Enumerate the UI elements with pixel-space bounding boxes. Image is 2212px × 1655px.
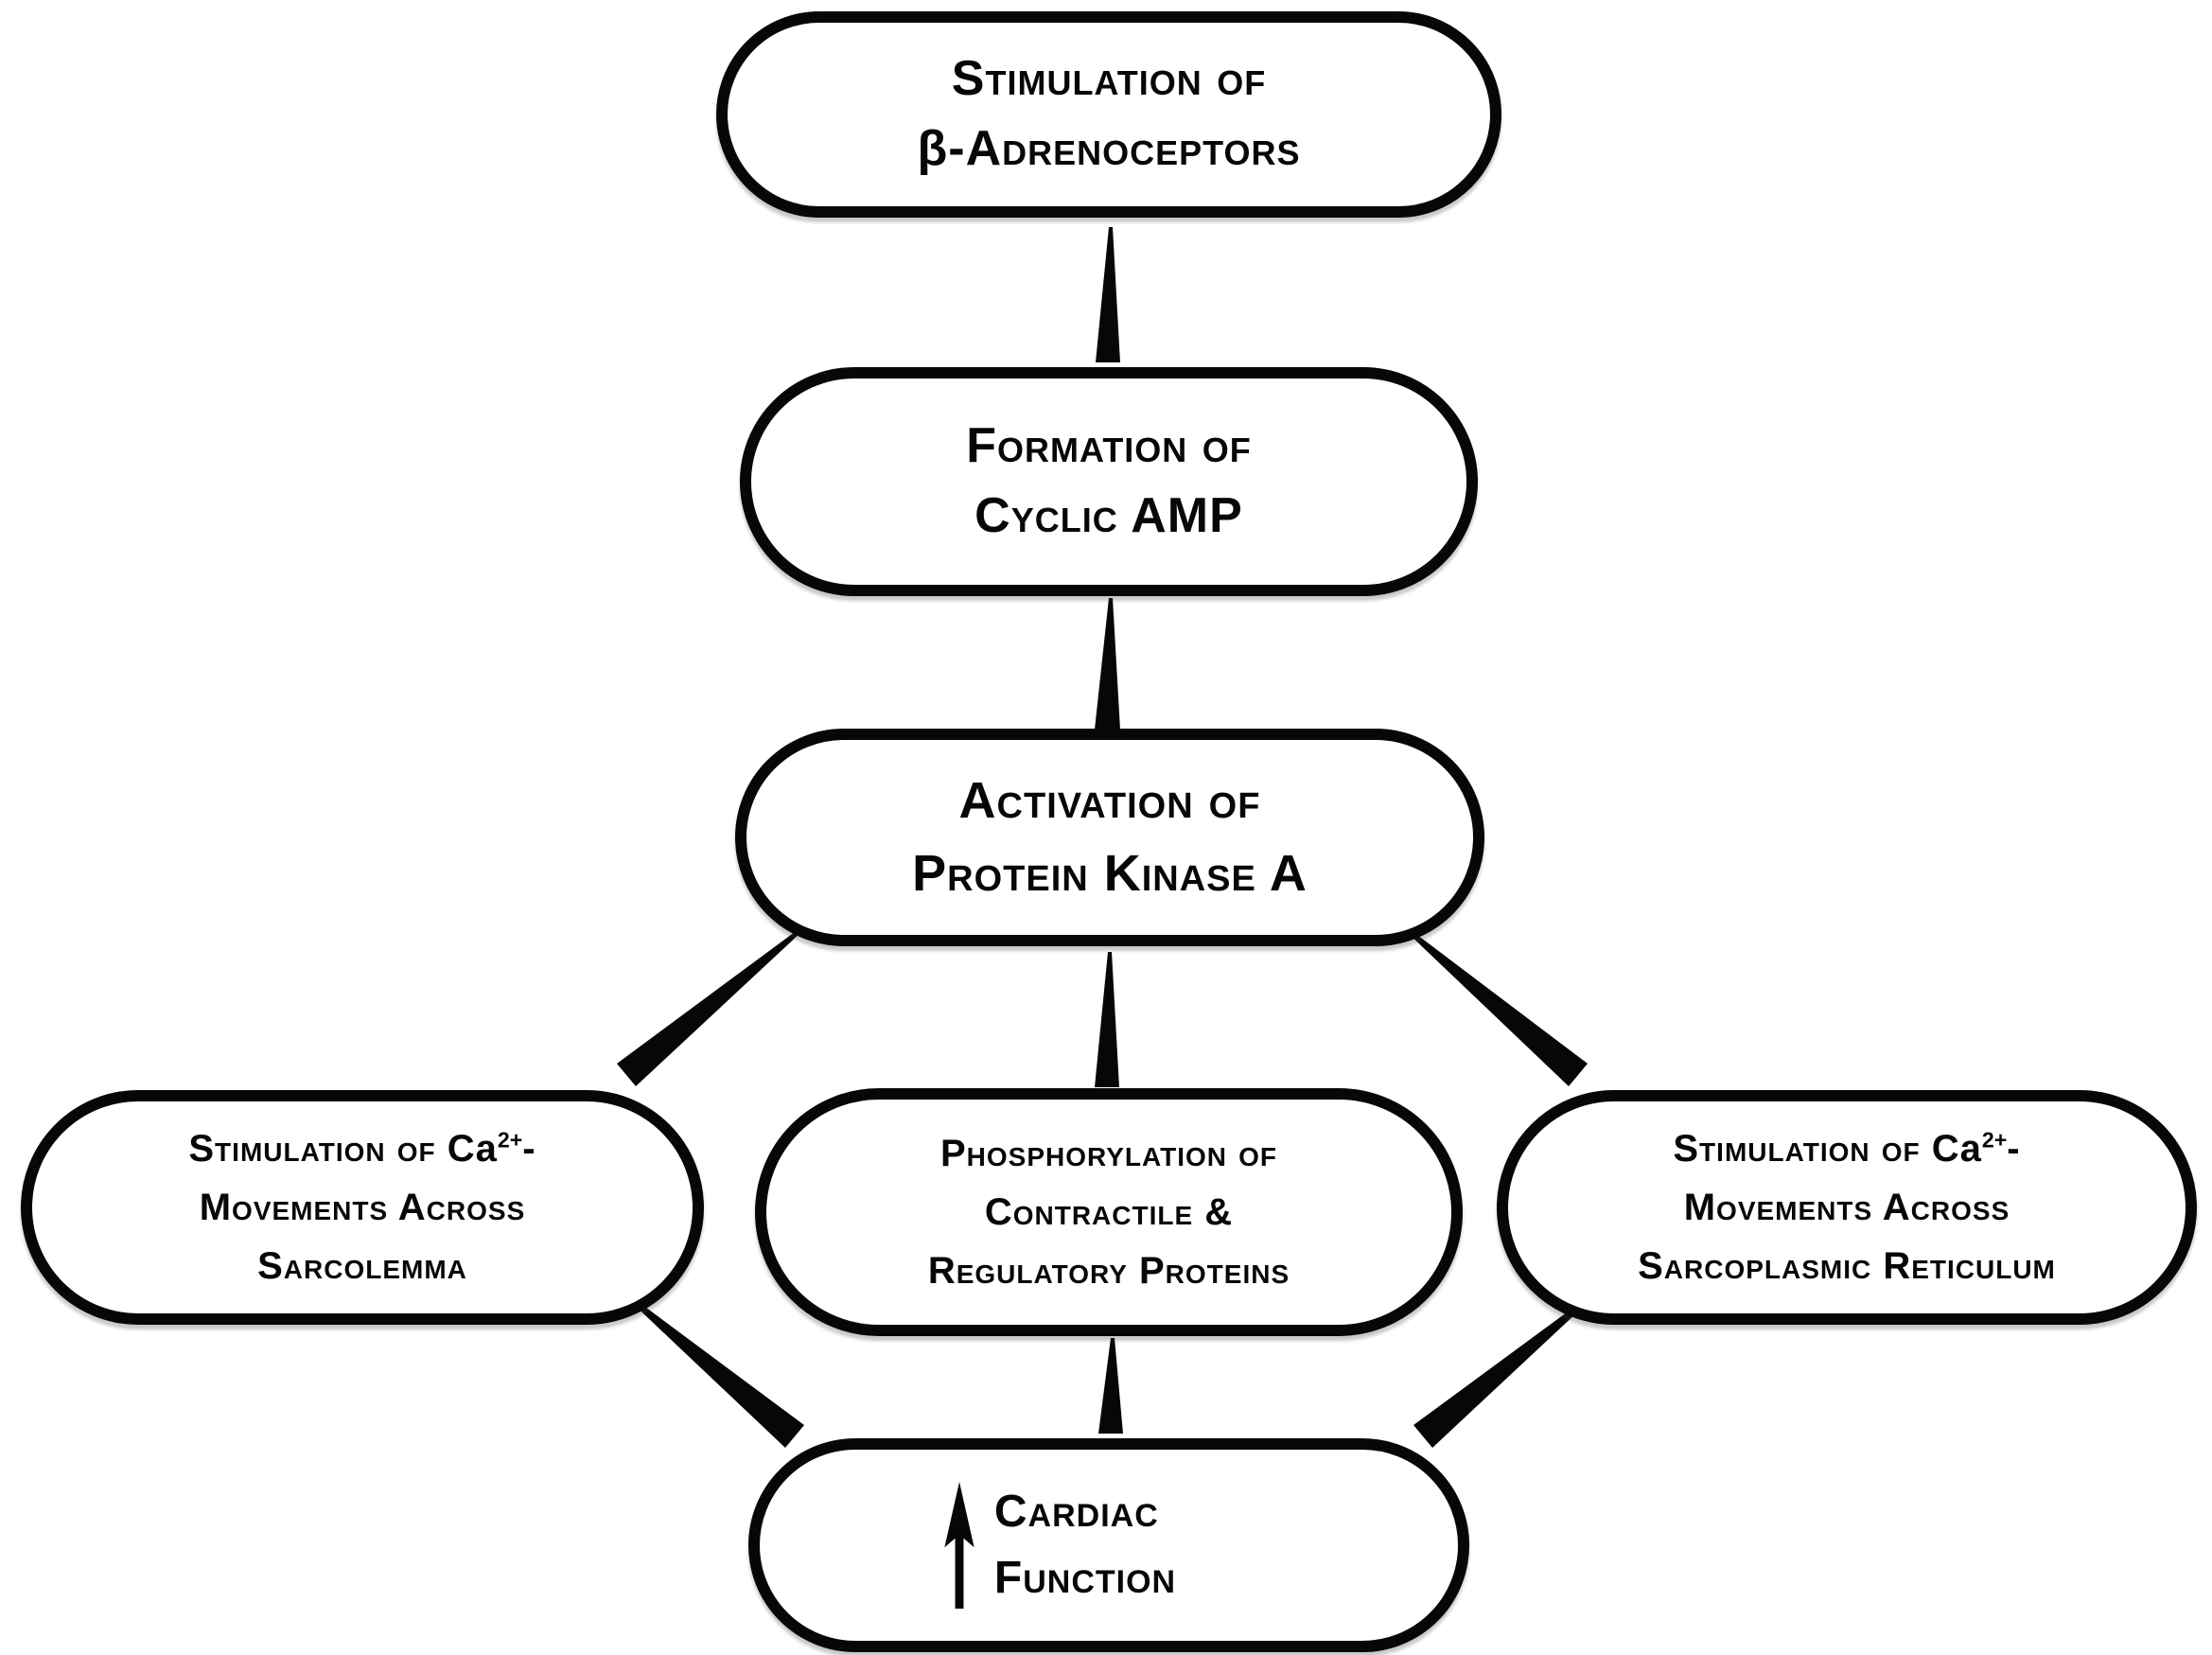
label-line: Cardiac: [993, 1487, 1159, 1538]
label-line: Stimulation of Ca2+-: [1673, 1127, 2021, 1170]
label-line: Movements Across: [199, 1187, 526, 1228]
label-line: Protein Kinase A: [912, 845, 1308, 902]
label-line: Stimulation of Ca2+-: [188, 1127, 536, 1170]
label-line: Contractile &: [984, 1191, 1234, 1233]
label-line: Regulatory Proteins: [927, 1250, 1290, 1292]
label-line: Movements Across: [1683, 1187, 2010, 1228]
label-line: Formation of: [966, 418, 1252, 474]
label-line: Function: [993, 1553, 1177, 1603]
label-line: Sarcoplasmic Reticulum: [1638, 1245, 2056, 1287]
node-phosphorylation-contractile-regulatory-proteins: Phosphorylation of Contractile & Regulator…: [755, 1088, 1463, 1336]
arrow-sarcolemma-to-cardiac: [628, 1296, 804, 1448]
node-phosphorylation-contractile-regulatory-proteins-label: Phosphorylation of Contractile & Regulator…: [928, 1124, 1290, 1300]
label-line: Stimulation of: [951, 51, 1267, 107]
arrow-pka-to-contractile: [1095, 952, 1119, 1087]
node-activation-protein-kinase-a-label: Activation of Protein Kinase A: [912, 765, 1308, 909]
arrow-pka-to-sr: [1407, 929, 1588, 1086]
arrow-pka-to-sarcolemma: [617, 929, 801, 1086]
arrow-sr-to-cardiac: [1413, 1296, 1591, 1448]
node-activation-protein-kinase-a: Activation of Protein Kinase A: [735, 729, 1484, 946]
label-line: Sarcolemma: [257, 1245, 467, 1287]
arrow-camp-to-pka: [1095, 598, 1120, 730]
up-arrow-icon: [944, 1482, 974, 1609]
label-line: Cyclic AMP: [974, 488, 1243, 543]
arrow-beta-to-camp: [1096, 227, 1120, 362]
node-formation-cyclic-amp-label: Formation of Cyclic AMP: [966, 412, 1252, 552]
node-stimulation-beta-adrenoceptors-label: Stimulation of β-Adrenoceptors: [918, 44, 1301, 185]
label-line: β-Adrenoceptors: [917, 121, 1301, 176]
node-stimulation-beta-adrenoceptors: Stimulation of β-Adrenoceptors: [716, 11, 1501, 218]
arrow-contractile-to-cardiac: [1098, 1338, 1123, 1434]
node-formation-cyclic-amp: Formation of Cyclic AMP: [740, 367, 1478, 596]
label-line: Activation of: [958, 772, 1261, 830]
label-line: Phosphorylation of: [939, 1133, 1277, 1174]
